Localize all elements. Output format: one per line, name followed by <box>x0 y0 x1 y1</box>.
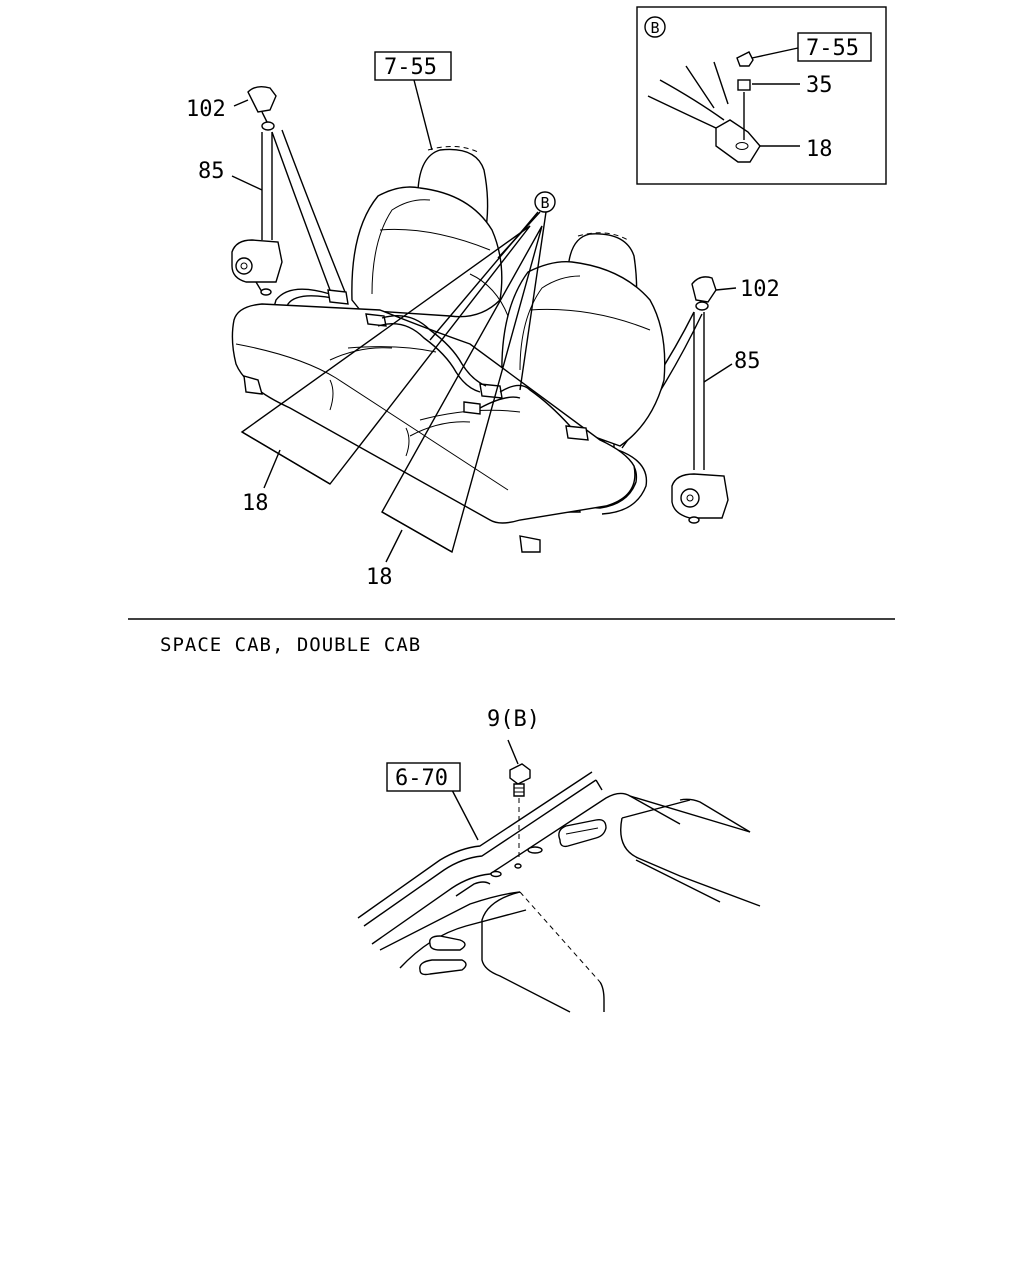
bolt-9b <box>509 763 531 860</box>
ref-box-7-55-text: 7-55 <box>384 55 437 80</box>
ref-box-7-55: 7-55 <box>374 51 452 81</box>
label-18-right: 18 <box>366 565 393 590</box>
callout-b: B <box>534 191 556 213</box>
inset-callout-b-text: B <box>650 19 659 37</box>
inset-callout-b: B <box>644 16 666 38</box>
inset-b-detail: B 7-55 35 18 <box>636 6 887 185</box>
floor-bolt-diagram: 9(B) 6-70 <box>357 707 761 1013</box>
inset-ref-box-7-55-text: 7-55 <box>806 36 859 61</box>
inset-label-18: 18 <box>806 137 833 162</box>
label-85-right: 85 <box>734 349 761 374</box>
label-9b: 9(B) <box>487 707 540 732</box>
bench-seat <box>231 146 666 553</box>
label-85-left: 85 <box>198 159 225 184</box>
callout-b-text: B <box>540 194 549 212</box>
label-102-left: 102 <box>186 97 226 122</box>
ref-box-6-70-text: 6-70 <box>395 766 448 791</box>
label-18-left: 18 <box>242 491 269 516</box>
ref-box-6-70: 6-70 <box>386 762 461 792</box>
right-seat-belt-assembly <box>565 276 729 524</box>
inset-ref-box-7-55: 7-55 <box>797 32 872 62</box>
label-35: 35 <box>806 73 833 98</box>
section-caption: SPACE CAB, DOUBLE CAB <box>160 634 421 656</box>
bracket-leaders <box>231 79 737 563</box>
label-102-right: 102 <box>740 277 780 302</box>
seat-belt-diagram: 7-55 102 85 102 85 18 18 B <box>186 51 780 590</box>
